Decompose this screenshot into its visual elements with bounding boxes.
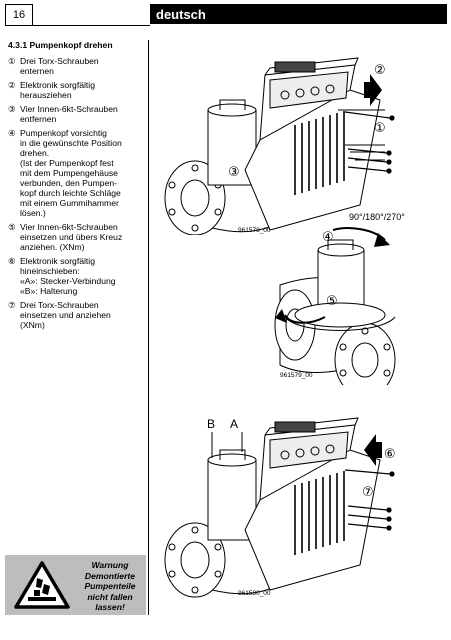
label-3: ③ — [228, 165, 240, 180]
step-1: ① Drei Torx-Schrauben enternen — [8, 56, 146, 76]
figure-2-caption: 961579_00 — [280, 372, 313, 379]
warning-box: Warnung Demontierte Pumpenteile nicht fa… — [5, 555, 146, 615]
falling-parts-warning-icon — [14, 561, 70, 609]
figure-insert-electronics: B A ⑥ ⑦ — [164, 417, 396, 598]
step-number: ④ — [8, 128, 16, 138]
step-3: ③ Vier Innen-6kt-Schrauben entfernen — [8, 104, 146, 124]
figure-3-caption: 961580_00 — [238, 590, 271, 597]
step-text: Pumpenkopf vorsichtig in die gewünschte … — [20, 128, 122, 218]
figure-1-caption: 961578_00 — [238, 227, 271, 234]
column-divider — [148, 40, 149, 615]
step-2: ② Elektronik sorgfältig herausziehen — [8, 80, 146, 100]
figure-rotate-pump-head: ④ ⑤ — [274, 227, 396, 385]
page-number: 16 — [5, 4, 33, 26]
step-4: ④ Pumpenkopf vorsichtig in die gewünschte… — [8, 128, 146, 218]
step-number: ⑥ — [8, 256, 16, 266]
label-b: B — [207, 417, 215, 431]
step-text: Elektronik sorgfältig hineinschieben: «A… — [20, 256, 116, 296]
label-6: ⑥ — [384, 447, 396, 462]
instructions-column: 4.3.1 Pumpenkopf drehen ① Drei Torx-Schra… — [8, 40, 146, 334]
warning-text: Warnung Demontierte Pumpenteile nicht fa… — [84, 560, 136, 612]
figure-remove-electronics: ② ① ③ — [164, 57, 395, 235]
language-label: deutsch — [156, 7, 206, 22]
step-text: Drei Torx-Schrauben einsetzen und anzieh… — [20, 300, 111, 330]
step-number: ⑤ — [8, 222, 16, 232]
step-text: Vier Innen-6kt-Schrauben entfernen — [20, 104, 118, 124]
step-text: Drei Torx-Schrauben enternen — [20, 56, 99, 76]
step-number: ③ — [8, 104, 16, 114]
step-number: ⑦ — [8, 300, 16, 310]
step-5: ⑤ Vier Innen-6kt-Schrauben einsetzen und … — [8, 222, 146, 252]
label-2: ② — [374, 63, 386, 78]
label-1: ① — [374, 121, 386, 136]
label-4: ④ — [322, 230, 334, 245]
language-header-bar: deutsch — [150, 4, 447, 24]
label-a: A — [230, 417, 238, 431]
step-text: Elektronik sorgfältig herausziehen — [20, 80, 95, 100]
step-number: ② — [8, 80, 16, 90]
step-7: ⑦ Drei Torx-Schrauben einsetzen und anzie… — [8, 300, 146, 330]
label-5: ⑤ — [326, 294, 338, 309]
label-7: ⑦ — [362, 485, 374, 500]
step-number: ① — [8, 56, 16, 66]
rotation-angles-label: 90°/180°/270° — [349, 212, 405, 222]
step-text: Vier Innen-6kt-Schrauben einsetzen und ü… — [20, 222, 123, 252]
step-6: ⑥ Elektronik sorgfältig hineinschieben: «… — [8, 256, 146, 296]
header-rule — [5, 25, 150, 26]
section-title: 4.3.1 Pumpenkopf drehen — [8, 40, 113, 50]
